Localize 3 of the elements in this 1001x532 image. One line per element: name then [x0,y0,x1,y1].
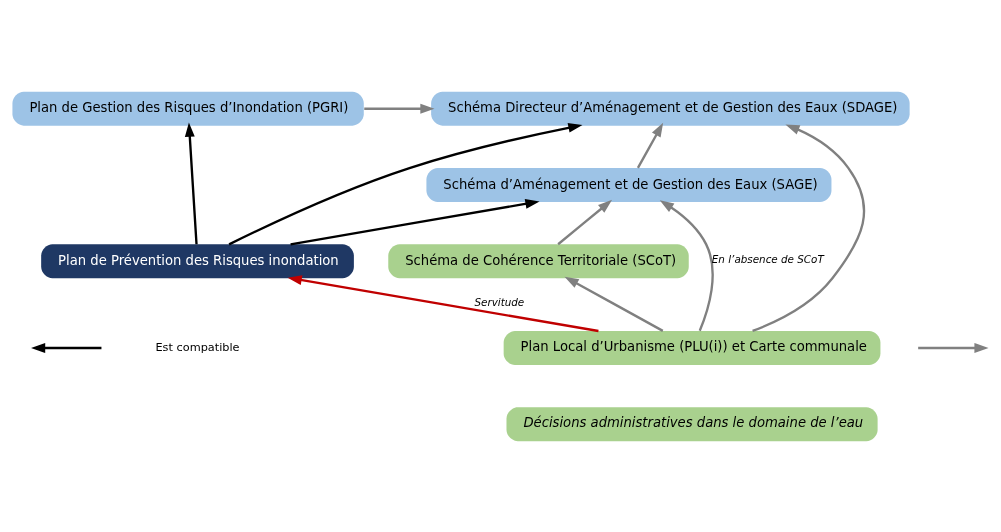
legend-label: Est compatible [155,340,240,354]
edge-label: En l’absence de SCoT [711,252,824,265]
edge-label: Servitude [474,295,525,308]
